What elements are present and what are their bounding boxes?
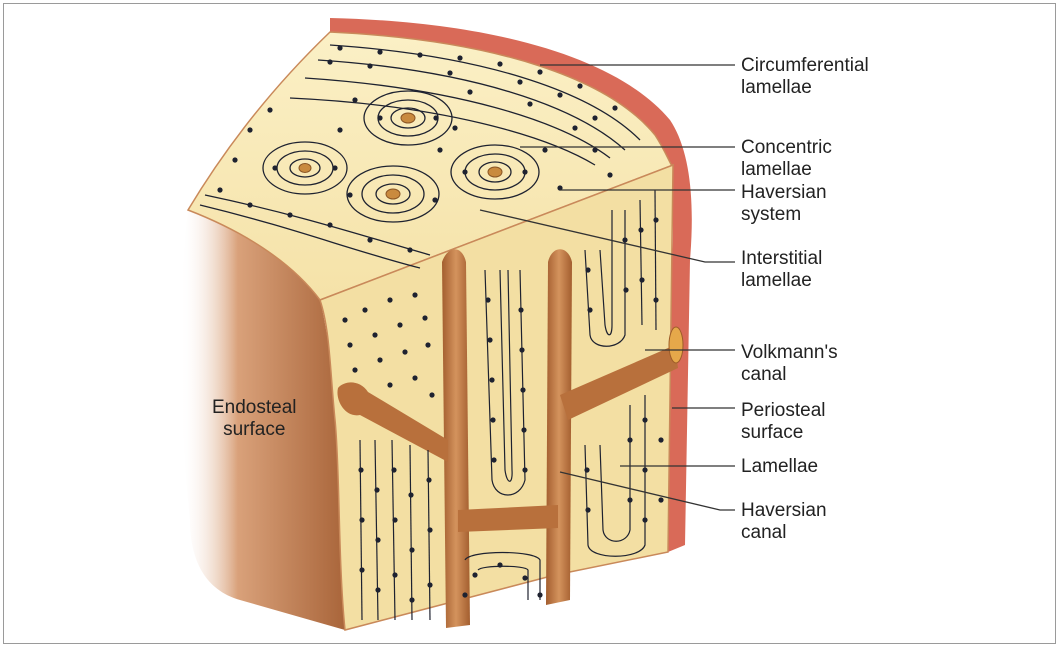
label-haversian-canal: Haversian canal bbox=[741, 500, 827, 544]
label-circumferential-lamellae: Circumferential lamellae bbox=[741, 55, 869, 99]
label-periosteal-surface: Periosteal surface bbox=[741, 400, 826, 444]
label-lamellae: Lamellae bbox=[741, 456, 818, 478]
label-endosteal-surface: Endosteal surface bbox=[212, 397, 297, 441]
haversian-canal-right bbox=[546, 249, 572, 605]
label-volkmann-canal: Volkmann's canal bbox=[741, 342, 838, 386]
haversian-canal-left bbox=[442, 249, 470, 628]
label-haversian-system: Haversian system bbox=[741, 182, 827, 226]
label-concentric-lamellae: Concentric lamellae bbox=[741, 137, 832, 181]
volkmann-canal-opening bbox=[669, 327, 683, 363]
label-interstitial-lamellae: Interstitial lamellae bbox=[741, 248, 822, 292]
